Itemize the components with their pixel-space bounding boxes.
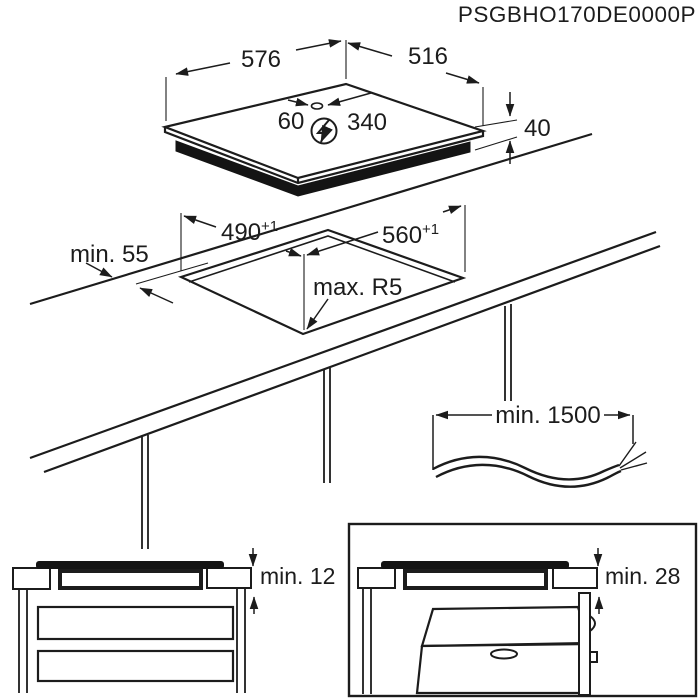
oven-vent-slot	[490, 648, 518, 660]
hob-body-profile	[58, 569, 203, 590]
oven-top	[420, 605, 591, 648]
dim-line-width	[295, 39, 342, 51]
hob-body-profile	[403, 569, 548, 590]
dim-cutout-depth-label: 490+1	[221, 218, 278, 246]
dim-wall-clearance-label: min. 55	[70, 241, 149, 268]
dim-line-cutout-width	[442, 205, 462, 214]
dim-hob-depth-label: 516	[408, 43, 448, 70]
hob-body-band	[175, 140, 471, 197]
ext-line	[474, 119, 518, 128]
cutout-inner-edge	[188, 235, 456, 283]
table-leg	[504, 304, 512, 401]
worktop-front-edge-top	[29, 230, 657, 460]
dim-oven-gap-label: min. 28	[605, 563, 680, 589]
dim-line-depth	[445, 72, 480, 84]
dim-line-cutout-depth	[285, 248, 302, 257]
dim-cable-length-label: min. 1500	[495, 402, 600, 429]
dim-line-depth	[347, 42, 393, 57]
dim-corner-radius-label: max. R5	[313, 274, 402, 301]
dim-line-cutout-depth	[183, 215, 217, 228]
ext-line	[474, 136, 518, 151]
view-frame	[347, 522, 698, 698]
cable-entry-hole	[310, 102, 324, 110]
cabinet-side-panel	[18, 588, 246, 693]
dim-hob-height-label: 40	[524, 115, 551, 142]
dim-cable-left-label: 60	[278, 108, 305, 135]
hob-top-view: 576 516 60 340 40	[161, 39, 551, 197]
dim-line-cutout-width	[306, 231, 379, 256]
product-code: PSGBHO170DE0000P	[458, 2, 696, 27]
dim-arrow-wall-clearance	[85, 262, 113, 278]
dim-cable-right-label: 340	[347, 109, 387, 136]
table-leg	[323, 368, 331, 483]
dim-hob-width-label: 576	[241, 46, 281, 73]
hob-glass-profile	[36, 561, 224, 569]
worktop-section	[357, 567, 396, 589]
worktop-cutout-view: 490+1 560+1 min. 55 max. R5	[29, 132, 661, 549]
worktop-section	[12, 567, 51, 590]
worktop-back-edge	[29, 132, 593, 306]
dim-cutout-width-label: 560+1	[382, 221, 439, 249]
dim-line-width	[175, 62, 231, 76]
ext-line	[135, 262, 209, 285]
dim-arrow-corner-radius	[306, 298, 329, 330]
built-in-oven	[415, 592, 598, 696]
drawer-front	[36, 649, 235, 683]
dim-line-cable-right	[327, 92, 372, 106]
cabinet-side-panel	[362, 588, 372, 694]
hob-glass-profile	[381, 561, 569, 569]
cable-wire-ends	[618, 441, 648, 471]
worktop-front-edge-bottom	[43, 244, 661, 474]
dim-arrow-wall-clearance	[139, 287, 174, 304]
oven-knob	[589, 651, 598, 663]
dim-line-cable-left	[287, 97, 309, 107]
dim-drawer-gap-label: min. 12	[260, 563, 335, 589]
mains-cable	[432, 455, 620, 481]
worktop-section	[206, 567, 252, 589]
oven-side-panel	[578, 592, 591, 696]
worktop-section	[552, 567, 598, 589]
mains-cable-view: min. 1500	[432, 402, 648, 488]
drawer-front	[36, 605, 235, 641]
drawer-clearance-view: min. 12	[12, 548, 335, 693]
lightning-bolt-icon	[310, 117, 338, 145]
oven-clearance-view: min. 28	[347, 522, 698, 698]
oven-knob	[589, 615, 596, 632]
mains-cable	[435, 463, 622, 488]
worktop-cutout-hole	[177, 228, 467, 336]
table-leg	[141, 435, 149, 549]
